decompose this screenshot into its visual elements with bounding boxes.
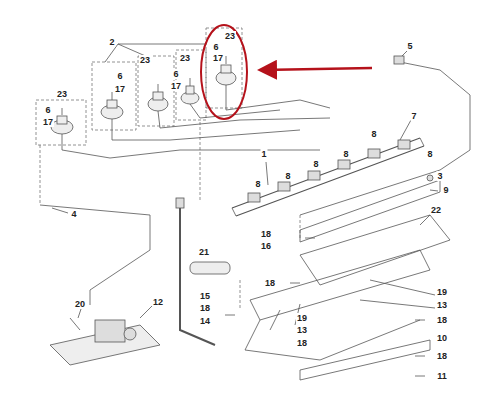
callout-number: 8 <box>254 179 261 189</box>
callout-number: 12 <box>152 297 164 307</box>
highlight-ellipse <box>201 25 247 119</box>
callout-number: 18 <box>260 229 272 239</box>
callout-number: 19 <box>296 313 308 323</box>
callout-number: 4 <box>70 209 77 219</box>
callout-number: 13 <box>296 325 308 335</box>
callout-number: 10 <box>436 333 448 343</box>
callout-number: 21 <box>198 247 210 257</box>
callout-number: 2 <box>108 37 115 47</box>
callout-number: 9 <box>442 185 449 195</box>
callout-number: 8 <box>284 171 291 181</box>
callout-number: 3 <box>436 171 443 181</box>
callout-number: 13 <box>436 300 448 310</box>
callout-number: 17 <box>170 81 182 91</box>
callout-number: 8 <box>370 129 377 139</box>
callout-number: 18 <box>436 315 448 325</box>
callout-number: 6 <box>116 71 123 81</box>
callout-number: 19 <box>436 287 448 297</box>
callout-number: 23 <box>56 89 68 99</box>
callout-number: 18 <box>264 278 276 288</box>
callout-number: 17 <box>114 84 126 94</box>
callout-number: 20 <box>74 299 86 309</box>
callout-number: 18 <box>296 338 308 348</box>
callout-number: 6 <box>212 42 219 52</box>
callout-number: 23 <box>139 55 151 65</box>
highlight-arrow <box>262 68 372 70</box>
callout-number: 7 <box>410 111 417 121</box>
callout-number: 8 <box>312 159 319 169</box>
callout-number: 15 <box>199 291 211 301</box>
callout-number: 22 <box>430 205 442 215</box>
callout-number: 11 <box>436 371 448 381</box>
callout-number: 23 <box>179 53 191 63</box>
callout-number: 17 <box>42 117 54 127</box>
callout-number: 23 <box>224 31 236 41</box>
callout-number: 16 <box>260 241 272 251</box>
callout-number: 17 <box>212 53 224 63</box>
callout-number: 5 <box>406 41 413 51</box>
callout-number: 1 <box>260 149 267 159</box>
callout-number: 18 <box>199 303 211 313</box>
callout-number: 6 <box>172 69 179 79</box>
callout-number: 14 <box>199 316 211 326</box>
callout-number: 18 <box>436 351 448 361</box>
callout-number: 8 <box>426 149 433 159</box>
callout-number: 6 <box>44 105 51 115</box>
callout-number: 8 <box>342 149 349 159</box>
